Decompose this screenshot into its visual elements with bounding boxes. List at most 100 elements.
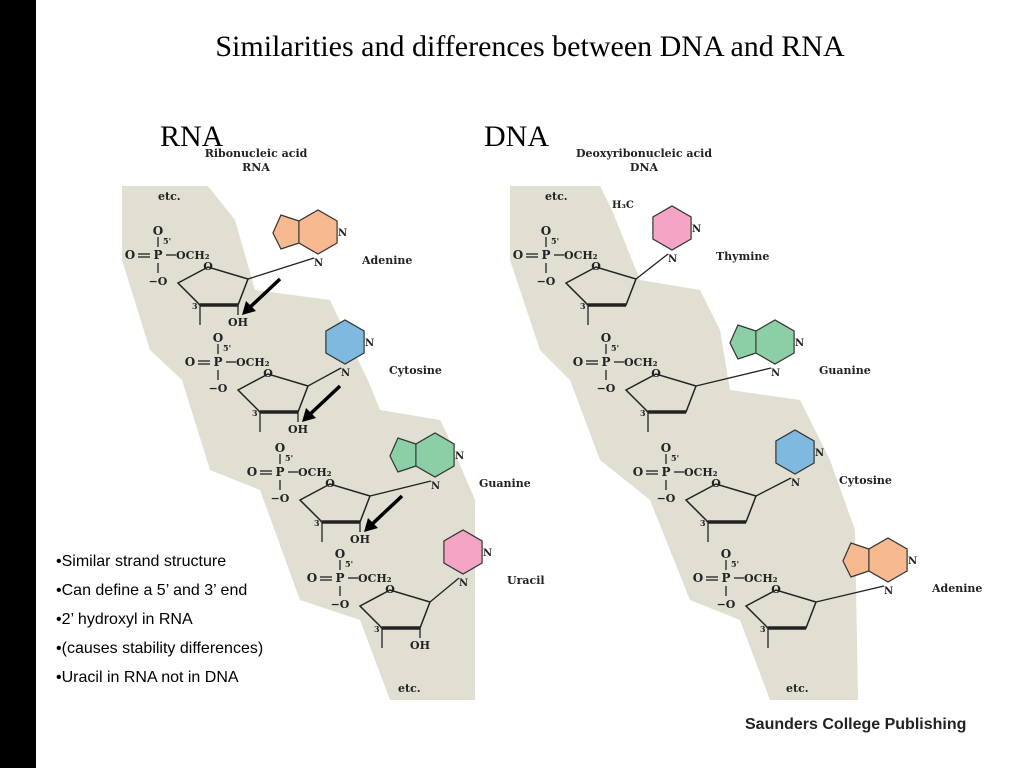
rna-nucleotide-3-och2: OCH₂ — [298, 466, 332, 479]
rna-nucleotide-2-phosphate-minus-o: −O — [209, 382, 228, 395]
dna-nucleotide-4-glycosidic-bond — [815, 585, 885, 603]
rna-nucleotide-1-glycosidic-bond — [247, 257, 315, 280]
rna-nucleotide-4-base-n-ring: N — [483, 548, 492, 559]
dna-nucleotide-2-base-ring — [729, 319, 795, 365]
rna-nucleotide-4-hydroxyl: OH — [410, 639, 430, 652]
rna-nucleotide-1-hydroxyl: OH — [228, 316, 248, 329]
rna-etc-bottom: etc. — [398, 682, 421, 695]
dna-nucleotide-1-base-n-ring: N — [692, 224, 701, 235]
dna-nucleotide-2-base-n-ring: N — [795, 338, 804, 349]
rna-nucleotide-2-sugar-ring — [236, 373, 309, 413]
dna-nucleotide-2-och2: OCH₂ — [624, 356, 658, 369]
dna-nucleotide-3-base-label: Cytosine — [839, 474, 892, 487]
slide-title: Similarities and differences between DNA… — [215, 30, 845, 63]
dna-nucleotide-4-five-prime: 5' — [731, 559, 739, 569]
dna-nucleotide-3-phosphate-minus-o: −O — [657, 492, 676, 505]
dna-nucleotide-1-base-n-attach: N — [668, 254, 677, 265]
rna-nucleotide-4-ring-oxygen: O — [385, 583, 395, 596]
rna-nucleotide-1-base-ring — [272, 209, 338, 255]
dna-nucleotide-3-base-ring — [775, 429, 815, 475]
dna-nucleotide-2-phosphate-o-top: O — [601, 331, 611, 345]
rna-nucleotide-2-arrow — [304, 384, 342, 420]
rna-nucleotide-3-glycosidic-bond — [369, 480, 432, 497]
rna-nucleotide-4-base-label: Uracil — [507, 574, 545, 587]
dna-nucleotide-2-phosphate-minus-o: −O — [597, 382, 616, 395]
dna-nucleotide-1-five-prime: 5' — [551, 236, 559, 246]
rna-nucleotide-1-arrowhead — [242, 301, 256, 315]
dna-nucleotide-3-three-prime: 3' — [700, 518, 708, 528]
dna-nucleotide-2-glycosidic-bond — [695, 367, 772, 387]
dna-nucleotide-3-five-prime: 5' — [671, 453, 679, 463]
rna-nucleotide-2-hydroxyl: OH — [288, 423, 308, 436]
dna-nucleotide-1-base-ring — [652, 205, 692, 251]
rna-nucleotide-1-base-n-ring: N — [338, 228, 347, 239]
rna-nucleotide-1-base-n-attach: N — [314, 258, 323, 269]
dna-nucleotide-2-ring-oxygen: O — [651, 367, 661, 380]
rna-nucleotide-3-three-prime: 3' — [314, 518, 322, 528]
rna-nucleotide-4-phosphate-minus-o: −O — [331, 598, 350, 611]
dna-nucleotide-3-phosphate-o-left: O — [633, 465, 643, 479]
dna-nucleotide-2-base-n-attach: N — [771, 368, 780, 379]
rna-nucleotide-3-base-n-attach: N — [431, 481, 440, 492]
dna-nucleotide-2-phosphate-p: P — [601, 355, 610, 369]
rna-nucleotide-1-five-prime: 5' — [163, 236, 171, 246]
rna-nucleotide-4-five-prime: 5' — [345, 559, 353, 569]
dna-nucleotide-4-base-n-ring: N — [908, 556, 917, 567]
bullet-list: Similar strand structure Can define a 5’… — [56, 552, 306, 697]
rna-nucleotide-4-phosphate-p: P — [335, 571, 344, 585]
dna-nucleotide-2-base-label: Guanine — [819, 364, 871, 377]
bullet-item: Uracil in RNA not in DNA — [56, 668, 306, 688]
dna-nucleotide-3-sugar-ring — [684, 483, 757, 523]
dna-name-line2: DNA — [630, 161, 659, 174]
dna-nucleotide-4-base-n-attach: N — [884, 586, 893, 597]
dna-nucleotide-1-phosphate-p: P — [541, 248, 550, 262]
rna-nucleotide-4-och2: OCH₂ — [358, 572, 392, 585]
dna-etc-bottom: etc. — [786, 682, 809, 695]
dna-nucleotide-3-base-n-attach: N — [791, 478, 800, 489]
rna-backbone-background — [122, 186, 475, 700]
dna-nucleotide-1-phosphate-o-left: O — [513, 248, 523, 262]
rna-nucleotide-3-ring-oxygen: O — [325, 477, 335, 490]
rna-nucleotide-2-phosphate-p: P — [213, 355, 222, 369]
rna-nucleotide-2-base-n-attach: N — [341, 368, 350, 379]
rna-nucleotide-3-phosphate-minus-o: −O — [271, 492, 290, 505]
rna-header: RNA — [160, 120, 224, 153]
rna-nucleotide-2-arrowhead — [302, 408, 316, 422]
dna-nucleotide-3-phosphate-p: P — [661, 465, 670, 479]
dna-nucleotide-4-phosphate-p: P — [721, 571, 730, 585]
dna-etc-top: etc. — [545, 190, 568, 203]
rna-nucleotide-1-phosphate-o-top: O — [153, 224, 163, 238]
rna-nucleotide-2-glycosidic-bond — [307, 367, 342, 387]
dna-nucleotide-4-phosphate-o-top: O — [721, 547, 731, 561]
dna-nucleotide-1-ring-oxygen: O — [591, 260, 601, 273]
rna-nucleotide-2-phosphate-o-left: O — [185, 355, 195, 369]
rna-nucleotide-3-base-n-ring: N — [455, 451, 464, 462]
dna-nucleotide-4-phosphate-minus-o: −O — [717, 598, 736, 611]
rna-nucleotide-3-sugar-ring — [298, 483, 371, 523]
rna-nucleotide-1-three-prime: 3' — [192, 301, 200, 311]
rna-nucleotide-2-phosphate-o-top: O — [213, 331, 223, 345]
rna-nucleotide-4-base-ring — [443, 529, 483, 575]
dna-nucleotide-2-three-prime: 3' — [640, 408, 648, 418]
dna-nucleotide-4-phosphate-o-left: O — [693, 571, 703, 585]
dna-nucleotide-2-sugar-ring — [624, 373, 697, 413]
rna-nucleotide-2-och2: OCH₂ — [236, 356, 270, 369]
rna-nucleotide-4-sugar-ring — [358, 589, 431, 629]
rna-nucleotide-3-arrowhead — [364, 518, 378, 532]
dna-nucleotide-4-ring-oxygen: O — [771, 583, 781, 596]
dna-nucleotide-4-base-label: Adenine — [931, 582, 982, 595]
dna-nucleotide-4-och2: OCH₂ — [744, 572, 778, 585]
rna-nucleotide-3-phosphate-o-left: O — [247, 465, 257, 479]
dna-nucleotide-4-sugar-ring — [744, 589, 817, 629]
rna-nucleotide-1-phosphate-o-left: O — [125, 248, 135, 262]
rna-nucleotide-3-phosphate-p: P — [275, 465, 284, 479]
bullet-item: Similar strand structure — [56, 552, 306, 572]
rna-nucleotide-1-sugar-ring — [176, 266, 249, 306]
dna-nucleotide-4-three-prime: 3' — [760, 624, 768, 634]
rna-nucleotide-2-five-prime: 5' — [223, 343, 231, 353]
dna-nucleotide-1-base-label: Thymine — [716, 250, 769, 263]
dna-nucleotide-3-phosphate-o-top: O — [661, 441, 671, 455]
dna-nucleotide-1-sugar-ring — [564, 266, 637, 306]
